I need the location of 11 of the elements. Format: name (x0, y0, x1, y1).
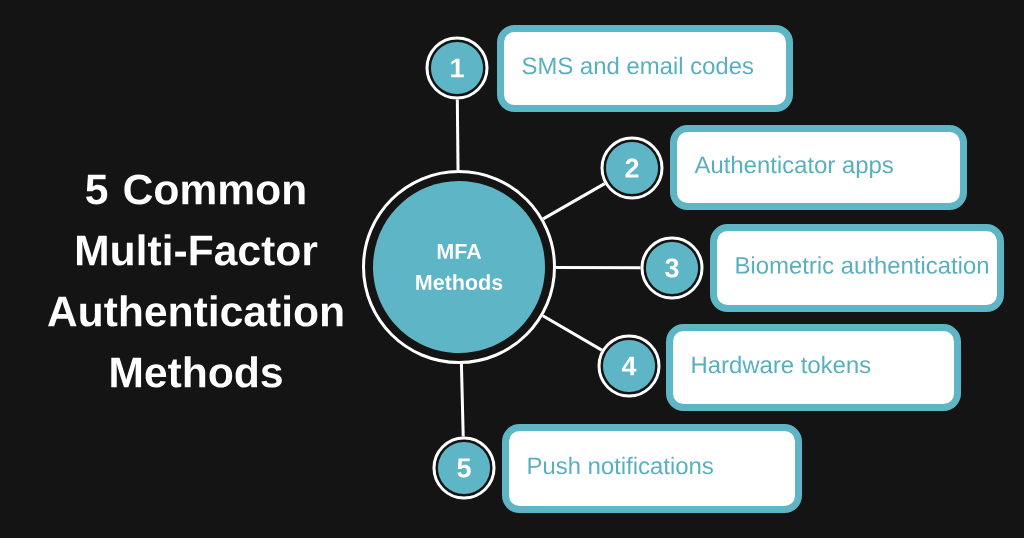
method-box: SMS and email codes (497, 25, 793, 112)
method-box: Push notifications (502, 424, 802, 513)
title: 5 Common Multi-Factor Authentication Methods (48, 174, 343, 388)
connector-line (459, 363, 465, 437)
connector-line (455, 99, 460, 171)
method-box: Authenticator apps (670, 125, 967, 210)
connector-line (542, 182, 606, 221)
method-box: Hardware tokens (666, 324, 961, 411)
connector-line (542, 314, 603, 352)
method-box: Biometric authentication (710, 224, 1004, 312)
connector-line (556, 265, 641, 270)
